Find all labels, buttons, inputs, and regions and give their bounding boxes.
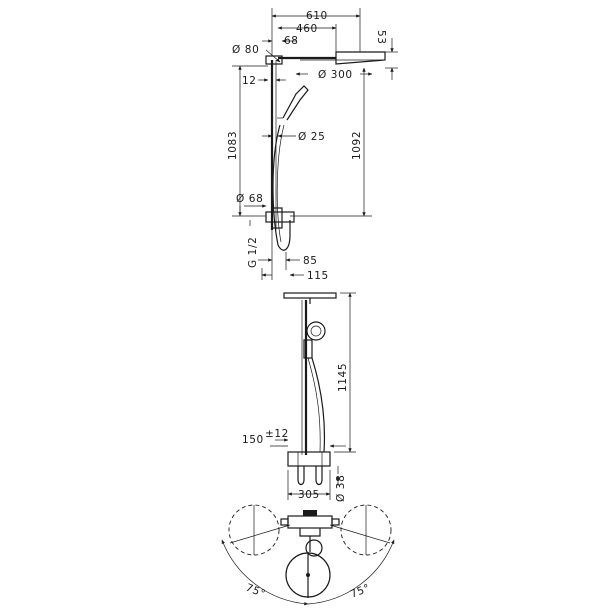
side-view: 610 460 68 53 Ø 80 Ø 300: [227, 8, 398, 282]
dim-85-label: 85: [303, 255, 318, 267]
dim-diam-25: Ø 25: [262, 131, 325, 143]
front-view: 1145 150 ±12 Ø 38 305: [242, 292, 356, 502]
dim-diam-68-label: Ø 68: [236, 193, 263, 205]
dim-150-label: 150: [242, 434, 264, 446]
dim-diam-300-label: Ø 300: [318, 69, 353, 81]
dim-1092: 1092: [290, 67, 372, 217]
dim-diam-25-label: Ø 25: [298, 131, 325, 143]
dim-1145-label: 1145: [337, 363, 349, 392]
dim-305-label: 305: [298, 489, 320, 501]
dim-1145: 1145: [334, 292, 356, 453]
dim-53: 53: [375, 30, 398, 80]
dim-12: 12: [242, 75, 286, 87]
swivel-angle: 75° 75°: [221, 539, 395, 606]
dim-1083: 1083: [227, 65, 268, 217]
valve-top: [280, 510, 340, 552]
dim-1092-label: 1092: [351, 131, 363, 160]
angle-left-label: 75°: [244, 582, 267, 601]
handle-rotation-right: [329, 504, 392, 556]
dim-1083-label: 1083: [227, 131, 239, 160]
dim-68-top-label: 68: [284, 35, 299, 47]
dim-115: 115: [261, 268, 329, 282]
dim-610: 610: [271, 8, 361, 56]
shower-column-side: [262, 51, 386, 251]
dim-68-top: 68: [262, 35, 299, 47]
head-plan: [285, 552, 331, 598]
plan-view: 75° 75°: [221, 504, 395, 606]
dim-diam-38-label: Ø 38: [335, 475, 347, 502]
dim-53-label: 53: [375, 30, 387, 45]
dim-diam-68: Ø 68: [236, 193, 267, 208]
shower-column-front: [283, 292, 337, 486]
dim-g-half-label: G 1/2: [247, 237, 259, 268]
angle-right-label: 75°: [349, 582, 372, 601]
dim-diam-80: Ø 80: [232, 44, 281, 63]
dim-305: 305: [287, 470, 331, 501]
dim-12-label: 12: [242, 75, 257, 87]
dim-85: 85: [258, 228, 318, 280]
dim-diam-38: Ø 38: [335, 466, 347, 502]
dim-115-label: 115: [307, 270, 329, 282]
dim-610-label: 610: [306, 10, 328, 22]
dim-150-tolerance: 150 ±12: [242, 428, 346, 448]
dim-g-half: G 1/2: [239, 206, 259, 268]
dim-diam-300: Ø 300: [295, 69, 373, 81]
dim-460-label: 460: [296, 23, 318, 35]
dim-460: 460: [277, 23, 337, 52]
dim-diam-80-label: Ø 80: [232, 44, 259, 56]
dim-tolerance-label: ±12: [265, 428, 289, 440]
